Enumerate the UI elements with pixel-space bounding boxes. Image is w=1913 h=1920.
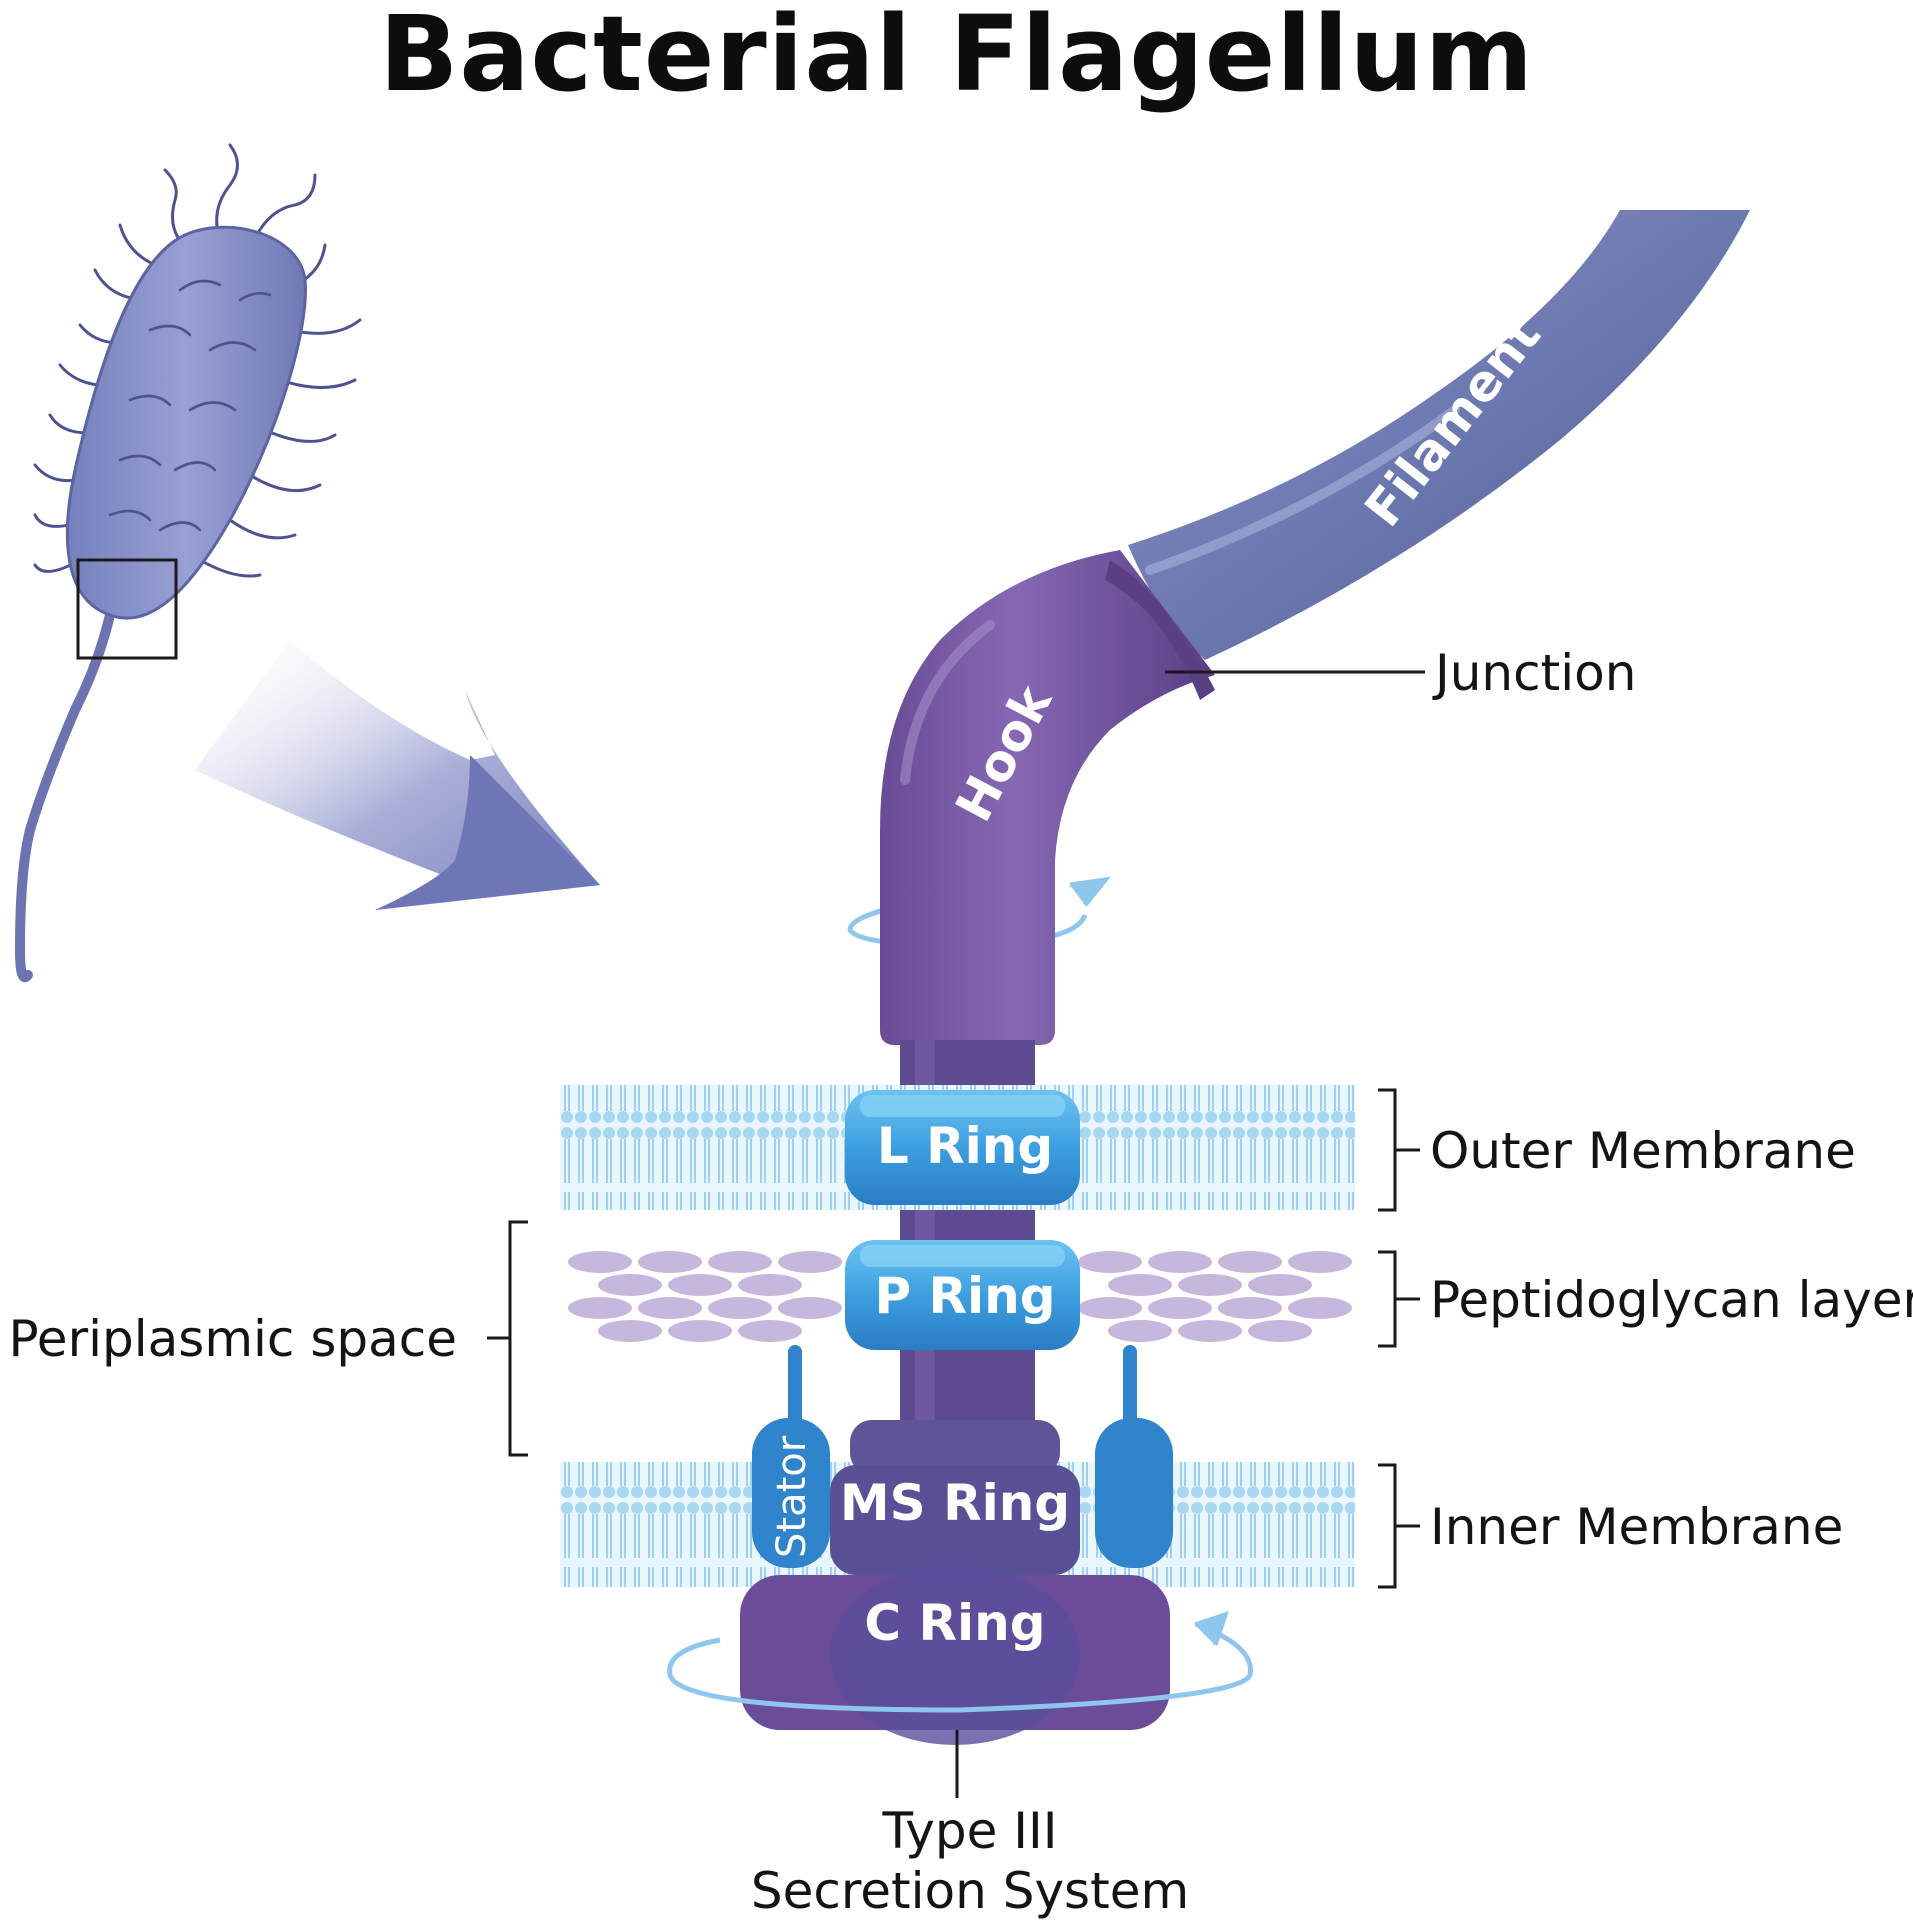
stator-label: Stator bbox=[769, 1435, 815, 1558]
bacterium-body bbox=[65, 225, 307, 620]
stator-right bbox=[1095, 1345, 1173, 1568]
p-ring bbox=[845, 1240, 1080, 1350]
p-ring-label: P Ring bbox=[874, 1267, 1055, 1325]
stator-left bbox=[752, 1345, 830, 1568]
c-ring-label: C Ring bbox=[864, 1594, 1045, 1652]
hook bbox=[880, 550, 1215, 1045]
ms-ring-top bbox=[850, 1420, 1060, 1475]
junction-label: Junction bbox=[1432, 644, 1636, 702]
periplasmic-bracket bbox=[487, 1220, 528, 1457]
leader-lines bbox=[487, 670, 1425, 1798]
inner-membrane-bracket bbox=[1378, 1463, 1420, 1589]
outer-membrane-bracket bbox=[1378, 1088, 1420, 1212]
filament bbox=[1128, 210, 1750, 660]
l-ring bbox=[845, 1090, 1080, 1205]
periplasmic-label: Periplasmic space bbox=[8, 1310, 457, 1368]
inner-membrane-label: Inner Membrane bbox=[1430, 1498, 1843, 1556]
peptidoglycan-layer bbox=[568, 1251, 1352, 1342]
peptidoglycan-bracket bbox=[1378, 1250, 1420, 1348]
type-iii-label-line1: Type III bbox=[882, 1802, 1058, 1860]
zoom-arrow-head bbox=[375, 755, 600, 910]
diagram-title: Bacterial Flagellum bbox=[379, 0, 1534, 115]
peptidoglycan-label: Peptidoglycan layer bbox=[1430, 1271, 1913, 1329]
bacterium-tail bbox=[14, 585, 120, 983]
ms-ring-label: MS Ring bbox=[840, 1474, 1070, 1532]
bacterium-thumbnail bbox=[14, 143, 362, 983]
type-iii-label-line2: Secretion System bbox=[751, 1862, 1189, 1920]
l-ring-label: L Ring bbox=[877, 1117, 1053, 1175]
zoom-box bbox=[76, 558, 178, 660]
outer-membrane-label: Outer Membrane bbox=[1430, 1122, 1856, 1180]
rotation-arrow-base bbox=[667, 1611, 1253, 1713]
bacterium-surface-hairs bbox=[108, 279, 272, 532]
ms-ring bbox=[830, 1465, 1080, 1575]
